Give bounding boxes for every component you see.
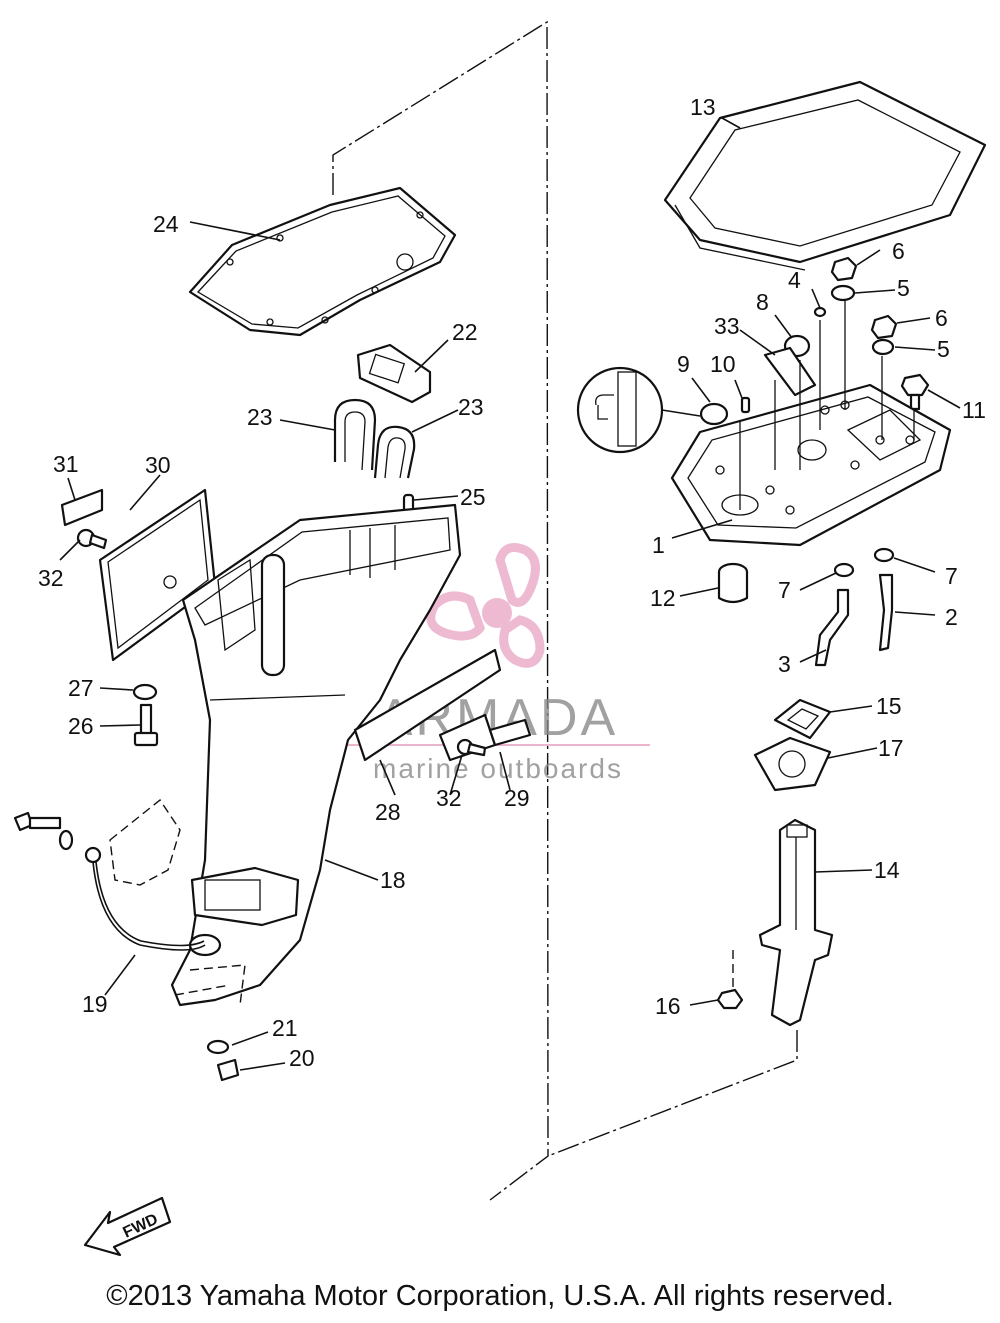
callout-8: 8: [756, 289, 769, 315]
part-18-upper-casing: [170, 503, 462, 1007]
assembly-boundary-line: [332, 20, 549, 1201]
callout-1: 1: [652, 532, 665, 558]
callout-7b: 7: [945, 563, 958, 589]
callout-17: 17: [878, 735, 904, 761]
callout-31: 31: [53, 451, 79, 477]
callout-23a: 23: [247, 404, 273, 430]
callout-labels: 1 2 3 4 5 5 6 6 7 7 8 9 10 11 12 13 14 1…: [38, 94, 986, 1071]
part-5-washer-lower: [871, 338, 895, 356]
part-4-ring: [813, 306, 827, 318]
callout-14: 14: [874, 857, 900, 883]
armada-logo: [426, 543, 545, 668]
part-9-oil-seal: [699, 402, 729, 426]
callout-5b: 5: [937, 336, 950, 362]
callout-26: 26: [68, 713, 94, 739]
callout-6a: 6: [892, 238, 905, 264]
callout-9: 9: [677, 351, 690, 377]
callout-22: 22: [452, 319, 478, 345]
part-5-washer-upper: [830, 284, 856, 302]
part-26-bolt: [133, 703, 159, 747]
callout-2: 2: [945, 604, 958, 630]
callout-3: 3: [778, 651, 791, 677]
callout-10: 10: [710, 351, 736, 377]
callout-29: 29: [504, 785, 530, 811]
part-2-tube: [878, 573, 894, 652]
callout-27: 27: [68, 675, 94, 701]
part-28-plate: [353, 648, 502, 762]
part-32-screw-right: [456, 738, 487, 757]
callout-23b: 23: [458, 394, 484, 420]
part-33-gasket: [763, 346, 817, 397]
part-23-hoses: [333, 398, 416, 479]
part-7-grommet-right: [873, 547, 895, 563]
detail-inset: [576, 366, 701, 454]
callout-16: 16: [655, 993, 681, 1019]
part-11-bolt: [900, 373, 930, 411]
part-31-label: [60, 488, 104, 527]
callout-24: 24: [153, 211, 179, 237]
watermark-tagline: marine outboards: [373, 753, 623, 784]
part-24-gasket: [188, 186, 457, 337]
part-19-ground-wire: [13, 811, 206, 951]
part-10-pin: [740, 396, 751, 414]
callout-25: 25: [460, 484, 486, 510]
callout-33: 33: [714, 313, 740, 339]
part-7-grommet-left: [833, 562, 855, 578]
callout-28: 28: [375, 799, 401, 825]
part-1-base-plate: [670, 300, 952, 547]
callout-32b: 32: [436, 785, 462, 811]
part-27-washer: [132, 683, 158, 701]
callout-6b: 6: [935, 305, 948, 331]
callout-4: 4: [788, 267, 801, 293]
part-12-plug: [717, 562, 749, 604]
callout-12: 12: [650, 585, 676, 611]
callout-30: 30: [145, 452, 171, 478]
callout-20: 20: [289, 1045, 315, 1071]
callout-21: 21: [272, 1015, 298, 1041]
part-22-bracket: [356, 343, 432, 404]
callout-13: 13: [690, 94, 716, 120]
part-17-gasket: [753, 736, 832, 792]
callout-19: 19: [82, 991, 108, 1017]
part-16-bolt: [716, 950, 744, 1010]
part-20-bolt: [216, 1058, 240, 1082]
dashed-insulator: [109, 798, 181, 886]
part-6-nut-upper: [830, 256, 858, 282]
part-6-nut-lower: [870, 314, 898, 340]
copyright-text: ©2013 Yamaha Motor Corporation, U.S.A. A…: [106, 1280, 894, 1312]
leader-lines: [59, 117, 961, 1071]
part-32-screw-left: [76, 528, 108, 550]
callout-32a: 32: [38, 565, 64, 591]
part-3-tube: [814, 588, 850, 667]
callout-7a: 7: [778, 577, 791, 603]
callout-5a: 5: [897, 275, 910, 301]
fwd-arrow-icon: FWD: [83, 1196, 172, 1257]
part-14-exhaust-guide: [758, 818, 834, 1027]
part-15-seal: [773, 698, 832, 740]
part-13-seal: [663, 80, 987, 271]
callout-15: 15: [876, 693, 902, 719]
callout-18: 18: [380, 867, 406, 893]
part-21-washer: [206, 1039, 230, 1055]
callout-11: 11: [962, 397, 986, 423]
right-boundary-line: [547, 1030, 798, 1157]
